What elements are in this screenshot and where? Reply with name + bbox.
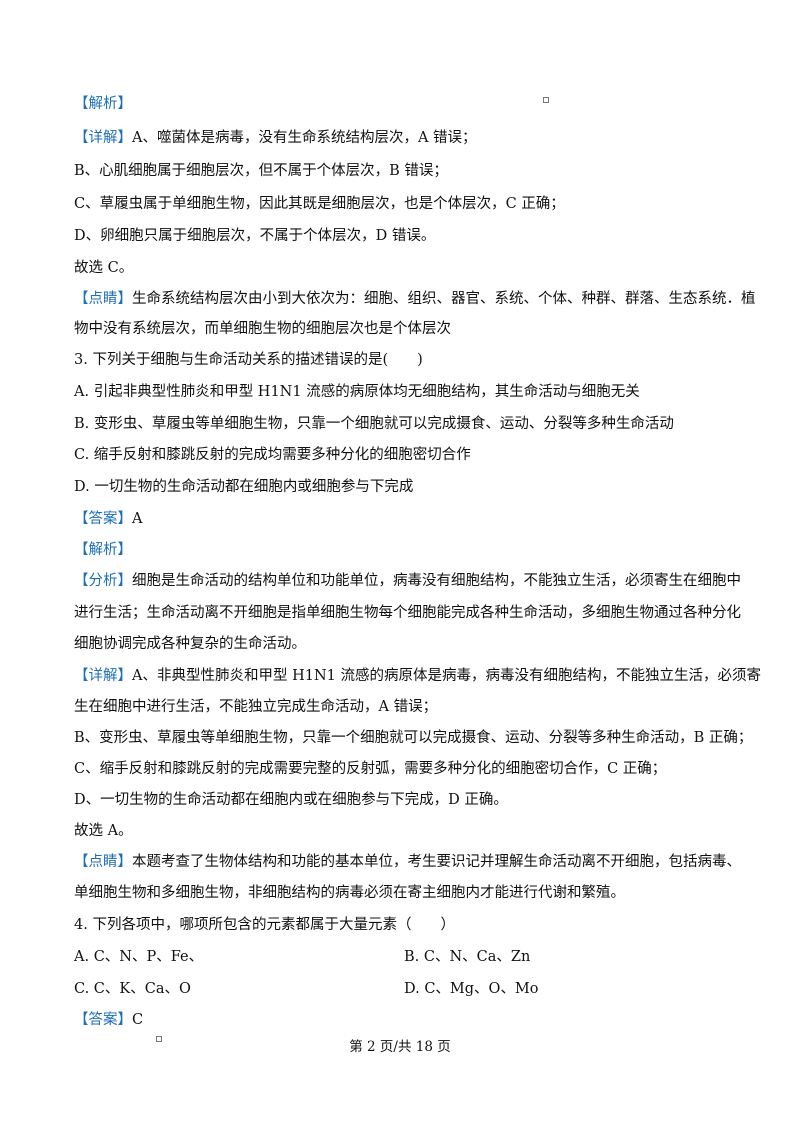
q3-analysis-line-1: 【分析】细胞是生命活动的结构单位和功能单位，病毒没有细胞结构，不能独立生活，必须… [74, 571, 741, 591]
detail-line-a: 【详解】A、噬菌体是病毒，没有生命系统结构层次，A 错误； [74, 128, 477, 148]
detail-line-b: B、心肌细胞属于细胞层次，但不属于个体层次，B 错误； [74, 163, 448, 179]
q4-option-d: D. C、Mg、O、Mo [404, 981, 539, 997]
q4-option-a: A. C、N、P、Fe、 [74, 949, 204, 965]
choice-line: 故选 C。 [74, 260, 134, 276]
q3-detail-line-5: D、一切生物的生命活动都在细胞内或在细胞参与下完成，D 正确。 [74, 792, 508, 808]
comment-tag: 【点睛】 [74, 854, 132, 870]
q3-option-a: A. 引起非典型性肺炎和甲型 H1N1 流感的病原体均无细胞结构，其生命活动与细… [74, 384, 640, 400]
q4-option-b: B. C、N、Ca、Zn [404, 949, 531, 965]
corner-mark-top [543, 97, 549, 103]
q3-detail-line-2: 生在细胞中进行生活，不能独立完成生命活动，A 错误； [74, 699, 438, 715]
comment-line-1: 【点睛】生命系统结构层次由小到大依次为：细胞、组织、器官、系统、个体、种群、群落… [74, 289, 756, 309]
analysis-sub-tag: 【分析】 [74, 573, 132, 589]
answer-tag: 【答案】 [74, 511, 132, 527]
detail-line-d: D、卵细胞只属于细胞层次，不属于个体层次，D 错误。 [74, 228, 436, 244]
comment-text: 生命系统结构层次由小到大依次为：细胞、组织、器官、系统、个体、种群、群落、生态系… [132, 291, 756, 307]
comment-line-2: 物中没有系统层次，而单细胞生物的细胞层次也是个体层次 [74, 321, 451, 337]
q4-option-c: C. C、K、Ca、O [74, 981, 191, 997]
q3-comment-line-1: 【点睛】本题考查了生物体结构和功能的基本单位，考生要识记并理解生命活动离不开细胞… [74, 852, 741, 872]
q3-detail-line-3: B、变形虫、草履虫等单细胞生物，只靠一个细胞就可以完成摄食、运动、分裂等多种生命… [74, 730, 753, 746]
answer-value: C [132, 1012, 144, 1028]
q3-option-b: B. 变形虫、草履虫等单细胞生物，只靠一个细胞就可以完成摄食、运动、分裂等多种生… [74, 416, 674, 432]
q4-stem: 4. 下列各项中，哪项所包含的元素都属于大量元素（ ） [74, 917, 455, 933]
q3-detail-line-1: 【详解】A、非典型性肺炎和甲型 H1N1 流感的病原体是病毒，病毒没有细胞结构，… [74, 666, 761, 686]
detail-tag: 【详解】 [74, 668, 132, 684]
q3-answer: 【答案】A [74, 509, 142, 529]
corner-mark-bottom [156, 1036, 162, 1042]
q4-answer: 【答案】C [74, 1010, 143, 1030]
q3-option-c: C. 缩手反射和膝跳反射的完成均需要多种分化的细胞密切合作 [74, 447, 471, 463]
detail-line-c: C、草履虫属于单细胞生物，因此其既是细胞层次，也是个体层次，C 正确； [74, 196, 565, 212]
answer-tag: 【答案】 [74, 1012, 132, 1028]
q3-analysis-line-2: 进行生活；生命活动离不开细胞是指单细胞生物每个细胞能完成各种生命活动，多细胞生物… [74, 605, 741, 621]
detail-text: A、非典型性肺炎和甲型 H1N1 流感的病原体是病毒，病毒没有细胞结构，不能独立… [132, 668, 761, 684]
comment-tag: 【点睛】 [74, 291, 132, 307]
q3-stem: 3. 下列关于细胞与生命活动关系的描述错误的是( ) [74, 352, 423, 368]
q3-analysis-line-3: 细胞协调完成各种复杂的生命活动。 [74, 636, 306, 652]
comment-text: 本题考查了生物体结构和功能的基本单位，考生要识记并理解生命活动离不开细胞，包括病… [132, 854, 741, 870]
q3-analysis-tag: 【解析】 [74, 542, 132, 558]
page-footer: 第 2 页/共 18 页 [349, 1039, 451, 1055]
q3-comment-line-2: 单细胞生物和多细胞生物，非细胞结构的病毒必须在寄主细胞内才能进行代谢和繁殖。 [74, 885, 625, 901]
detail-tag: 【详解】 [74, 130, 132, 146]
q3-detail-line-4: C、缩手反射和膝跳反射的完成需要完整的反射弧，需要多种分化的细胞密切合作，C 正… [74, 761, 667, 777]
analysis-text: 细胞是生命活动的结构单位和功能单位，病毒没有细胞结构，不能独立生活，必须寄生在细… [132, 573, 741, 589]
detail-text: A、噬菌体是病毒，没有生命系统结构层次，A 错误； [132, 130, 477, 146]
analysis-tag: 【解析】 [74, 96, 132, 112]
answer-value: A [132, 511, 143, 527]
q3-option-d: D. 一切生物的生命活动都在细胞内或细胞参与下完成 [74, 479, 414, 495]
q3-choice: 故选 A。 [74, 823, 133, 839]
